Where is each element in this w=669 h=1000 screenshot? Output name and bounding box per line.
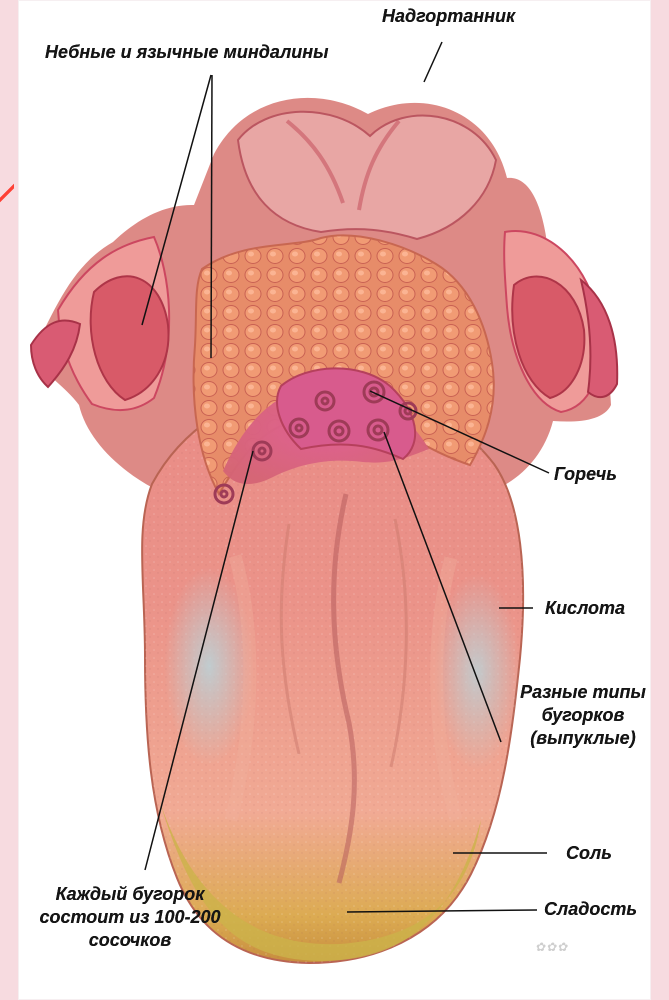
- papillae-types-line-2: бугорков: [513, 704, 653, 727]
- tongue-body: [142, 385, 523, 963]
- bitter-label: Горечь: [554, 463, 617, 486]
- watermark-mark: ✿✿✿: [535, 940, 571, 954]
- salt-label: Соль: [566, 842, 612, 865]
- tonsils-label: Небные и язычные миндалины: [45, 41, 329, 64]
- each-bump-line-1: Каждый бугорок: [35, 883, 225, 906]
- papillae-types-line-1: Разные типы: [513, 681, 653, 704]
- each-bump-line-2: состоит из 100-200: [35, 906, 225, 929]
- papillae-types-label: Разные типы бугорков (выпуклые): [513, 681, 653, 750]
- each-bump-line-3: сосочков: [35, 929, 225, 952]
- epiglottis-label: Надгортанник: [382, 5, 515, 28]
- sweet-label: Сладость: [544, 898, 637, 921]
- sour-label: Кислота: [545, 597, 625, 620]
- papillae-types-line-3: (выпуклые): [513, 727, 653, 750]
- each-bump-label: Каждый бугорок состоит из 100-200 сосочк…: [35, 883, 225, 952]
